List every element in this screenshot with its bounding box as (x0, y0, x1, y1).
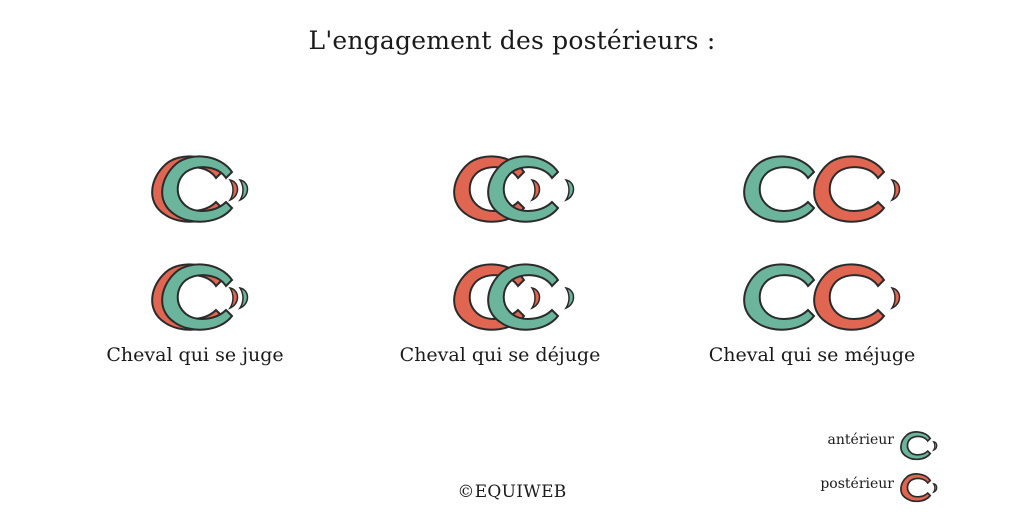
legend-anterior-label: antérieur (827, 432, 894, 448)
copyright: ©EQUIWEB (457, 482, 567, 502)
caption-mejuge: Cheval qui se méjuge (708, 344, 916, 366)
legend-posterior-label: postérieur (820, 476, 894, 492)
caption-juge: Cheval qui se juge (106, 344, 284, 366)
column-juge (151, 155, 249, 331)
column-mejuge (743, 155, 901, 331)
anterior-hoof-dejuge-bottom (487, 263, 575, 331)
legend-anterior-horseshoe-icon (900, 431, 938, 461)
column-dejuge (453, 155, 575, 331)
page-title: L'engagement des postérieurs : (308, 26, 716, 55)
caption-dejuge: Cheval qui se déjuge (399, 344, 601, 366)
posterior-hoof-mejuge-top (813, 155, 901, 223)
posterior-hoof-mejuge-bottom (813, 263, 901, 331)
anterior-hoof-dejuge-top (487, 155, 575, 223)
